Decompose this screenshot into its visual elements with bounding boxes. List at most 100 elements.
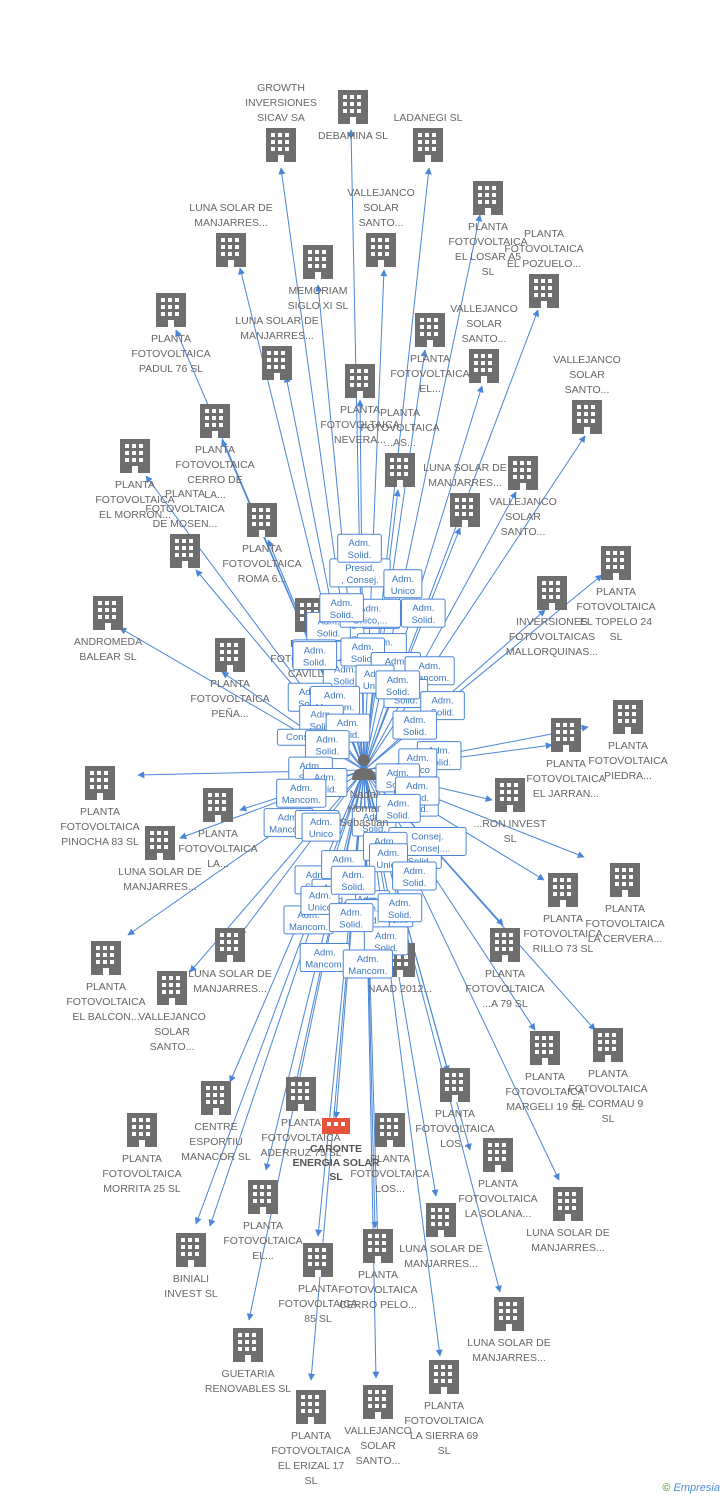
- brand-logo-text[interactable]: Empresia: [673, 1482, 720, 1494]
- building-icon: [203, 788, 233, 822]
- building-icon: [266, 128, 296, 162]
- role-text: Adm.Unico: [309, 817, 333, 840]
- building-icon: [345, 364, 375, 398]
- role-badge: Adm.Solid.: [328, 903, 374, 933]
- role-text: Adm.Unico,...: [353, 603, 388, 626]
- building-icon: [494, 1297, 524, 1331]
- role-text: Adm.Solid.: [303, 646, 327, 669]
- company-node[interactable]: DEBAMINA SL: [318, 90, 388, 142]
- company-node[interactable]: LADANEGI SL: [394, 112, 463, 162]
- person-icon: [358, 754, 370, 766]
- building-icon: [296, 1390, 326, 1424]
- role-badge: Adm.Solid.: [330, 865, 376, 895]
- building-icon: [201, 1081, 231, 1115]
- roles-layer: SocioÚnicoPresid., Consej.Adm.UnicoAdm.U…: [263, 533, 467, 979]
- role-text: Adm.Solid.: [339, 908, 363, 931]
- company-label: DEBAMINA SL: [318, 130, 388, 142]
- building-icon: [170, 534, 200, 568]
- company-node[interactable]: NAAD 2012...: [368, 943, 432, 995]
- building-icon: [338, 90, 368, 124]
- building-icon: [176, 1233, 206, 1267]
- role-text: Adm.Solid.: [431, 696, 455, 719]
- role-text: Adm.Unico: [363, 669, 387, 692]
- role-text: Adm.Solid.: [351, 642, 375, 665]
- building-icon: [247, 503, 277, 537]
- role-badge: Presid., Consej.: [329, 558, 391, 588]
- building-icon: [473, 181, 503, 215]
- building-icon: [469, 349, 499, 383]
- building-icon: [530, 1031, 560, 1065]
